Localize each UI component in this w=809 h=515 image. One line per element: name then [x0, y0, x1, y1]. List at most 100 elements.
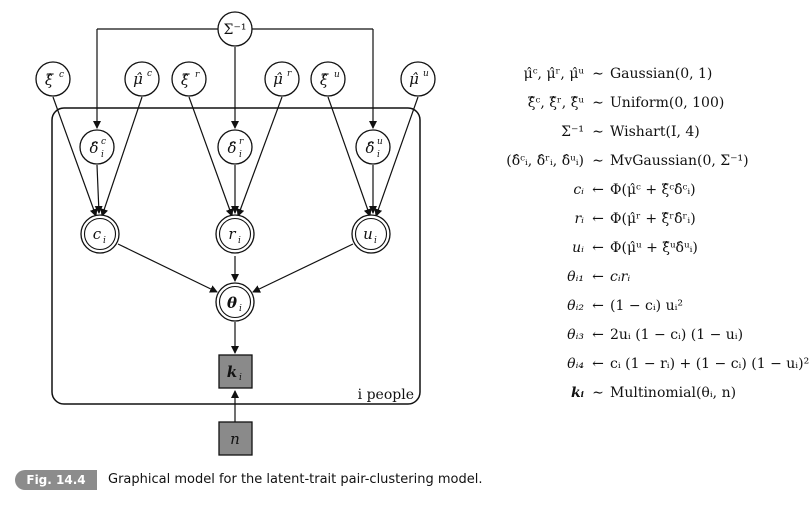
svg-text:i: i [239, 150, 242, 160]
equation-row: θᵢ₄ ← cᵢ (1 − rᵢ) + (1 − cᵢ) (1 − uᵢ)² [440, 352, 809, 376]
svg-text:r: r [195, 70, 200, 80]
equation-lhs: uᵢ [572, 240, 584, 256]
node-delta-u: δ̂ u i [355, 129, 391, 165]
node-sigma-inverse: Σ⁻¹ [217, 11, 253, 47]
svg-text:ξ̂: ξ̂ [320, 71, 329, 89]
equation-op: ∼ [592, 66, 604, 82]
equation-lhs: μ̂ᶜ, μ̂ʳ, μ̂ᵘ [523, 66, 584, 82]
node-delta-c: δ̂ c i [79, 129, 115, 165]
svg-text:u: u [334, 70, 340, 80]
equation-row: uᵢ ← Φ(μ̂ᵘ + ξ̂ᵘδ̂ᵘᵢ) [440, 236, 775, 260]
svg-text:Σ⁻¹: Σ⁻¹ [224, 22, 247, 38]
svg-text:u: u [377, 137, 383, 147]
svg-text:i: i [239, 373, 242, 383]
svg-text:i: i [377, 150, 380, 160]
sigma-edges [93, 28, 377, 129]
svg-text:i: i [238, 236, 241, 246]
equation-op: ← [592, 211, 604, 227]
equation-row: ξ̂ᶜ, ξ̂ʳ, ξ̂ᵘ ∼ Uniform(0, 100) [440, 91, 775, 115]
equation-op: ← [592, 182, 604, 198]
figure-number-tag: Fig. 14.4 [15, 470, 97, 490]
equation-op: ← [592, 298, 604, 314]
equation-rhs: Φ(μ̂ʳ + ξ̂ʳδ̂ʳᵢ) [610, 211, 696, 227]
svg-text:c: c [93, 225, 102, 243]
equation-lhs: cᵢ [573, 182, 584, 198]
node-xi-c: ξ̂ c [35, 61, 71, 97]
equation-op: ← [592, 240, 604, 256]
equation-row: θᵢ₃ ← 2uᵢ (1 − cᵢ) (1 − uᵢ) [440, 323, 775, 347]
svg-text:i: i [103, 236, 106, 246]
caption-text: Graphical model for the latent-trait pai… [108, 472, 483, 487]
equation-op: ← [592, 327, 604, 343]
node-u-i: u i [351, 214, 391, 254]
svg-text:r: r [287, 69, 292, 79]
svg-text:i: i [374, 236, 377, 246]
svg-text:μ̂: μ̂ [273, 70, 283, 88]
equation-row: θᵢ₂ ← (1 − cᵢ) uᵢ² [440, 294, 775, 318]
equation-rhs: cᵢ (1 − rᵢ) + (1 − cᵢ) (1 − uᵢ)² [610, 356, 809, 372]
node-xi-r: ξ̂ r [171, 61, 207, 97]
equation-lhs: Σ⁻¹ [561, 124, 584, 140]
svg-text:μ̂: μ̂ [133, 70, 143, 88]
node-mu-u: μ̂ u [400, 61, 436, 97]
svg-text:θ: θ [227, 294, 237, 312]
equation-row: μ̂ᶜ, μ̂ʳ, μ̂ᵘ ∼ Gaussian(0, 1) [440, 62, 775, 86]
equation-rhs: 2uᵢ (1 − cᵢ) (1 − uᵢ) [610, 327, 744, 343]
equation-op: ∼ [592, 385, 604, 401]
figure-page: i people Σ⁻¹ ξ̂ c μ̂ c [15, 11, 809, 492]
plate-i-people [51, 107, 421, 405]
equation-op: ∼ [592, 95, 604, 111]
node-theta-i: θ i [215, 282, 255, 322]
equation-row: Σ⁻¹ ∼ Wishart(I, 4) [440, 120, 775, 144]
equation-op: ← [592, 356, 604, 372]
plate-label: i people [358, 387, 414, 403]
equation-row: θᵢ₁ ← cᵢrᵢ [440, 265, 775, 289]
svg-text:ξ̂: ξ̂ [45, 71, 54, 89]
equation-rhs: Gaussian(0, 1) [610, 66, 713, 82]
equation-lhs: (δ̂ᶜᵢ, δ̂ʳᵢ, δ̂ᵘᵢ) [506, 153, 584, 169]
equation-rhs: MvGaussian(0, Σ⁻¹) [610, 153, 749, 169]
svg-text:r: r [239, 137, 244, 147]
equation-op: ∼ [592, 153, 604, 169]
svg-text:n: n [230, 430, 240, 448]
svg-text:ξ̂: ξ̂ [181, 71, 190, 89]
svg-text:r: r [228, 225, 236, 243]
equation-rhs: Φ(μ̂ᵘ + ξ̂ᵘδ̂ᵘᵢ) [610, 240, 698, 256]
equation-row: kᵢ ∼ Multinomial(θᵢ, n) [440, 381, 775, 405]
equation-row: rᵢ ← Φ(μ̂ʳ + ξ̂ʳδ̂ʳᵢ) [440, 207, 775, 231]
equation-rhs: cᵢrᵢ [610, 269, 631, 285]
node-k-i: k i [218, 354, 253, 389]
equation-op: ∼ [592, 124, 604, 140]
equation-rhs: Φ(μ̂ᶜ + ξ̂ᶜδ̂ᶜᵢ) [610, 182, 696, 198]
graphical-model: i people Σ⁻¹ ξ̂ c μ̂ c [35, 11, 436, 456]
equation-rhs: Wishart(I, 4) [610, 124, 700, 140]
svg-text:c: c [101, 137, 106, 147]
svg-text:δ̂: δ̂ [89, 139, 98, 157]
equation-lhs: kᵢ [570, 385, 584, 401]
figure-caption: Fig. 14.4 Graphical model for the latent… [15, 470, 775, 492]
equation-op: ← [592, 269, 604, 285]
svg-text:k: k [227, 363, 237, 381]
equation-lhs: ξ̂ᶜ, ξ̂ʳ, ξ̂ᵘ [527, 95, 584, 111]
equation-rhs: Uniform(0, 100) [610, 95, 725, 111]
node-xi-u: ξ̂ u [310, 61, 346, 97]
node-n: n [218, 421, 253, 456]
svg-text:δ̂: δ̂ [365, 139, 374, 157]
svg-text:c: c [147, 69, 152, 79]
equation-rhs: Multinomial(θᵢ, n) [610, 385, 737, 401]
edges [52, 96, 419, 422]
svg-text:δ̂: δ̂ [227, 139, 236, 157]
equation-lhs: θᵢ₁ [567, 269, 584, 285]
svg-text:i: i [239, 304, 242, 314]
svg-text:u: u [423, 69, 429, 79]
equation-row: cᵢ ← Φ(μ̂ᶜ + ξ̂ᶜδ̂ᶜᵢ) [440, 178, 775, 202]
svg-text:c: c [59, 70, 64, 80]
node-delta-r: δ̂ r i [217, 129, 253, 165]
equation-lhs: θᵢ₄ [567, 356, 584, 372]
node-mu-c: μ̂ c [124, 61, 160, 97]
node-r-i: r i [215, 214, 255, 254]
svg-text:u: u [363, 225, 373, 243]
node-mu-r: μ̂ r [264, 61, 300, 97]
equation-lhs: θᵢ₂ [567, 298, 584, 314]
equation-row: (δ̂ᶜᵢ, δ̂ʳᵢ, δ̂ᵘᵢ) ∼ MvGaussian(0, Σ⁻¹) [440, 149, 775, 173]
